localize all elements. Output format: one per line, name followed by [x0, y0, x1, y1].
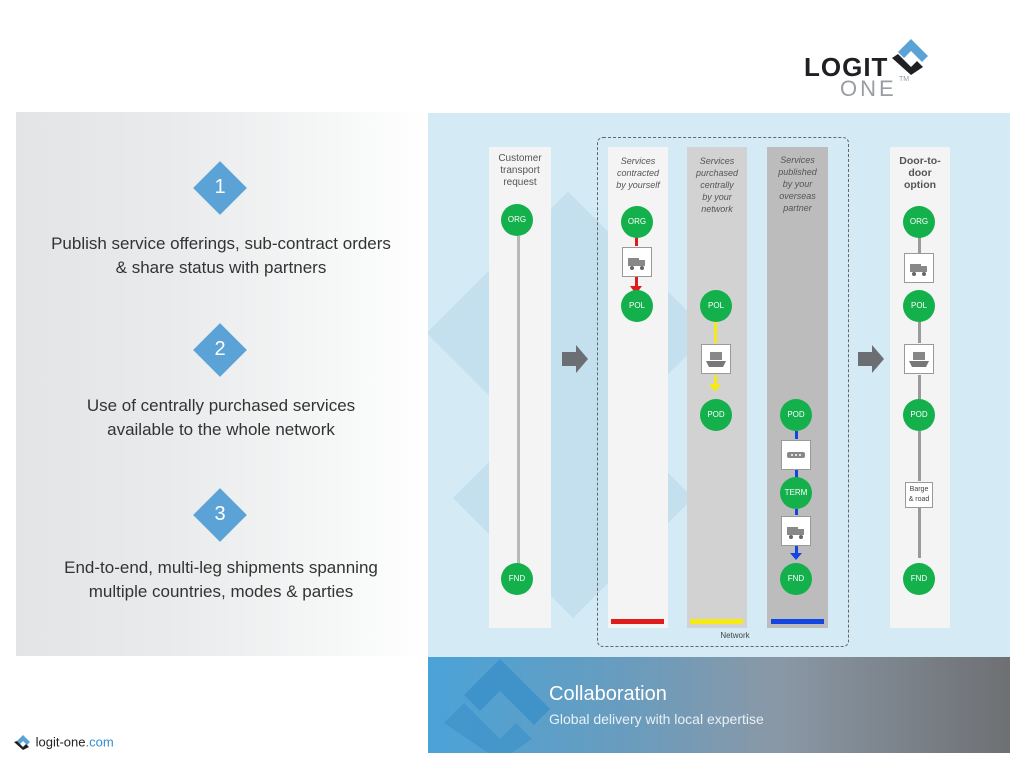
node-pod-door: POD — [903, 399, 935, 431]
column-header-published: Services published by your overseas part… — [767, 154, 828, 214]
node-fnd-customer: FND — [501, 563, 533, 595]
node-pol-purchased: POL — [700, 290, 732, 322]
door-line — [918, 236, 921, 256]
header-line: Services — [699, 156, 735, 166]
partner-line — [795, 470, 798, 480]
right-arrow-icon — [858, 345, 884, 373]
step-3-line-1: End-to-end, multi-leg shipments spanning — [64, 558, 378, 577]
barge-label-line: Barge — [909, 486, 929, 493]
purchased-line — [714, 321, 717, 343]
node-pod-purchased: POD — [700, 399, 732, 431]
header-line: centrally — [700, 180, 734, 190]
website-link[interactable]: logit-one.com — [14, 734, 114, 752]
column-header-purchased: Services purchased centrally by your net… — [687, 155, 747, 215]
partner-line — [795, 509, 798, 515]
header-line: overseas — [779, 191, 816, 201]
logit-one-logo: LOGIT ONE TM — [804, 36, 934, 101]
door-line — [918, 508, 921, 558]
partner-color-bar — [771, 619, 824, 624]
header-line: Services — [780, 155, 815, 165]
footer-title: Collaboration — [549, 683, 667, 705]
step-2-text: Use of centrally purchased services avai… — [6, 394, 436, 442]
step-1-text: Publish service offerings, sub-contract … — [6, 232, 436, 280]
logo-text-logit: LOGIT — [804, 52, 889, 82]
node-org-customer: ORG — [501, 204, 533, 236]
header-line: option — [903, 179, 937, 191]
logit-one-logo-icon — [892, 39, 928, 75]
header-line: network — [701, 204, 733, 214]
contracted-line — [635, 236, 638, 246]
right-arrow-icon — [562, 345, 588, 373]
header-line: Services — [620, 156, 656, 166]
header-line: contracted — [616, 168, 660, 178]
purchased-arrow — [709, 384, 721, 392]
partner-arrow — [790, 553, 802, 560]
step-2-line-2: available to the whole network — [107, 420, 335, 439]
footer-subtitle: Global delivery with local expertise — [549, 711, 764, 727]
barge-label-line: & road — [908, 496, 930, 503]
network-group — [597, 137, 849, 647]
door-line — [918, 321, 921, 343]
purchased-color-bar — [690, 619, 743, 624]
header-line: by yourself — [616, 180, 660, 190]
step-3-number: 3 — [214, 503, 226, 525]
header-line: transport — [500, 165, 540, 176]
customer-route-line — [517, 236, 520, 566]
ship-icon — [904, 344, 934, 374]
header-line: published — [778, 167, 817, 177]
header-line: partner — [783, 203, 812, 213]
logit-one-logo-icon — [444, 659, 550, 753]
train-icon — [781, 440, 811, 470]
header-line: Door-to- — [899, 155, 941, 167]
step-3-text: End-to-end, multi-leg shipments spanning… — [6, 556, 436, 604]
header-line: request — [503, 177, 537, 188]
partner-line — [795, 545, 798, 555]
network-label: Network — [720, 631, 750, 640]
logo-text-one: ONE — [840, 76, 897, 101]
step-2-line-1: Use of centrally purchased services — [86, 396, 356, 415]
node-pod-partner: POD — [780, 399, 812, 431]
contracted-line — [635, 277, 638, 287]
node-fnd-partner: FND — [780, 563, 812, 595]
node-org-door: ORG — [903, 206, 935, 238]
logit-one-logo-icon — [14, 735, 30, 750]
website-name: logit-one — [35, 734, 86, 750]
partner-line — [795, 431, 798, 439]
logo-trademark: TM — [899, 76, 910, 83]
contracted-color-bar — [611, 619, 664, 624]
header-line: purchased — [695, 168, 739, 178]
header-line: Customer — [498, 153, 542, 164]
step-2-number: 2 — [214, 338, 226, 360]
truck-icon — [622, 247, 652, 277]
website-tld: .com — [85, 734, 114, 750]
node-term-partner: TERM — [780, 477, 812, 509]
ship-icon — [701, 344, 731, 374]
column-header-door-to-door: Door-to- door option — [890, 155, 950, 191]
step-3-line-2: multiple countries, modes & parties — [88, 582, 354, 601]
truck-icon — [904, 253, 934, 283]
purchased-line — [714, 375, 717, 385]
node-fnd-door: FND — [903, 563, 935, 595]
step-1-line-1: Publish service offerings, sub-contract … — [51, 234, 391, 253]
node-org-contracted: ORG — [621, 206, 653, 238]
door-line — [918, 431, 921, 481]
column-header-customer: Customer transport request — [489, 153, 551, 189]
header-line: door — [908, 167, 932, 179]
steps-panel: 1 Publish service offerings, sub-contrac… — [16, 112, 428, 656]
truck-icon — [781, 516, 811, 546]
step-1-line-2: & share status with partners — [115, 258, 327, 277]
header-line: by your — [702, 192, 732, 202]
node-pol-contracted: POL — [621, 290, 653, 322]
door-line — [918, 375, 921, 399]
step-1-number: 1 — [214, 176, 226, 198]
barge-road-box: Barge & road — [905, 482, 933, 508]
column-header-contracted: Services contracted by yourself — [608, 155, 668, 191]
footer-band — [428, 657, 1010, 753]
header-line: by your — [782, 179, 813, 189]
node-pol-door: POL — [903, 290, 935, 322]
